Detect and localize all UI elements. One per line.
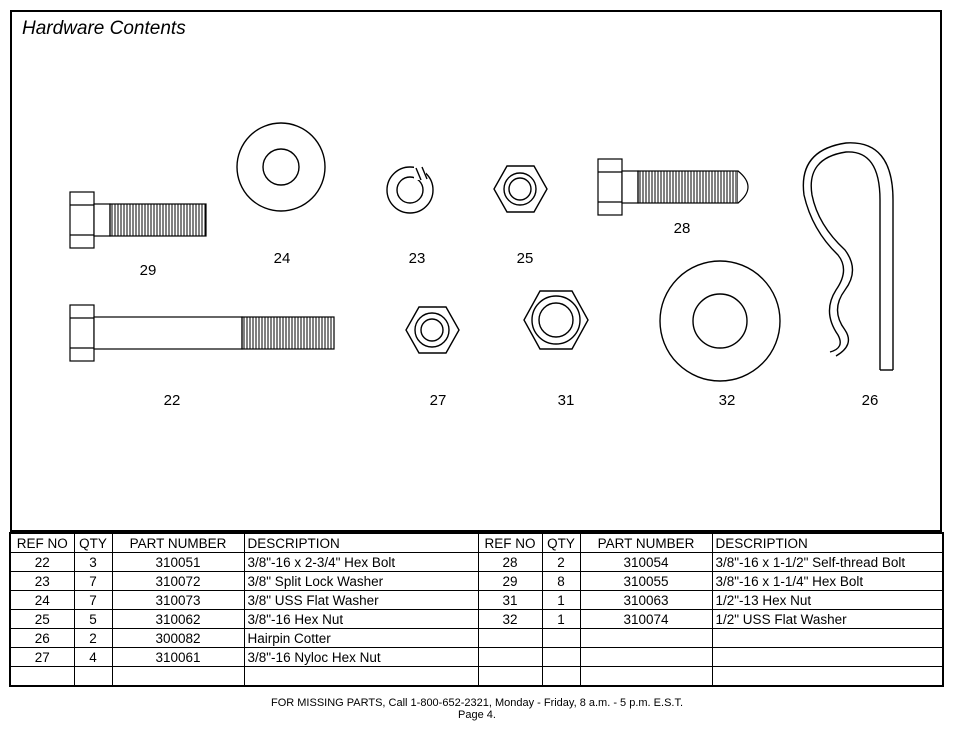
self-thread-bolt-28 xyxy=(597,158,749,216)
hardware-frame xyxy=(10,10,942,532)
footer: FOR MISSING PARTS, Call 1-800-652-2321, … xyxy=(0,697,954,721)
cell-qty: 3 xyxy=(73,552,113,572)
cell-ref-no-2 xyxy=(477,628,543,648)
flat-washer-32 xyxy=(659,260,781,382)
cell-ref-no-2: 29 xyxy=(477,571,543,591)
hex-bolt-22 xyxy=(69,304,335,362)
cell-qty: 7 xyxy=(73,571,113,591)
header-ref-no-2: REF NO xyxy=(477,532,543,553)
cell-qty-2 xyxy=(541,647,581,667)
cell-ref-no: 22 xyxy=(9,552,75,572)
cell-description-2 xyxy=(711,647,944,667)
split-lock-washer-23 xyxy=(386,166,434,214)
cell-ref-no: 27 xyxy=(9,647,75,667)
cell-description: Hairpin Cotter xyxy=(243,628,479,648)
cell-description: 3/8"-16 Hex Nut xyxy=(243,609,479,629)
cell-part-number-2: 310054 xyxy=(579,552,713,572)
label-31: 31 xyxy=(557,392,575,409)
cell-qty-2: 1 xyxy=(541,590,581,610)
header-qty: QTY xyxy=(73,532,113,553)
header-part-number: PART NUMBER xyxy=(111,532,245,553)
nyloc-hex-nut-27 xyxy=(405,306,460,354)
table-header-row: REF NO QTY PART NUMBER DESCRIPTION REF N… xyxy=(9,532,944,553)
cell-part-number: 300082 xyxy=(111,628,245,648)
page-number: Page 4. xyxy=(458,709,496,721)
cell-qty-2 xyxy=(541,628,581,648)
cell-ref-no xyxy=(9,666,75,687)
cell-ref-no-2: 31 xyxy=(477,590,543,610)
page-title: Hardware Contents xyxy=(22,18,186,39)
label-24: 24 xyxy=(273,250,291,267)
cell-ref-no: 25 xyxy=(9,609,75,629)
cell-description-2 xyxy=(711,628,944,648)
cell-description-2: 3/8"-16 x 1-1/4" Hex Bolt xyxy=(711,571,944,591)
cell-qty: 4 xyxy=(73,647,113,667)
flat-washer-24 xyxy=(236,122,326,212)
cell-ref-no-2 xyxy=(477,666,543,687)
cell-part-number: 310073 xyxy=(111,590,245,610)
header-description: DESCRIPTION xyxy=(243,532,479,553)
cell-qty-2: 1 xyxy=(541,609,581,629)
cell-ref-no: 23 xyxy=(9,571,75,591)
cell-part-number xyxy=(111,666,245,687)
cell-part-number-2 xyxy=(579,647,713,667)
header-ref-no: REF NO xyxy=(9,532,75,553)
cell-qty: 7 xyxy=(73,590,113,610)
header-qty-2: QTY xyxy=(541,532,581,553)
cell-qty xyxy=(73,666,113,687)
cell-description: 3/8" Split Lock Washer xyxy=(243,571,479,591)
parts-table: REF NO QTY PART NUMBER DESCRIPTION REF N… xyxy=(9,532,944,687)
cell-description xyxy=(243,666,479,687)
label-22: 22 xyxy=(163,392,181,409)
cell-part-number: 310051 xyxy=(111,552,245,572)
cell-qty: 2 xyxy=(73,628,113,648)
hairpin-cotter-26 xyxy=(802,142,894,371)
label-32: 32 xyxy=(718,392,736,409)
cell-qty: 5 xyxy=(73,609,113,629)
header-description-2: DESCRIPTION xyxy=(711,532,944,553)
cell-part-number-2: 310055 xyxy=(579,571,713,591)
cell-description: 3/8"-16 Nyloc Hex Nut xyxy=(243,647,479,667)
label-29: 29 xyxy=(139,262,157,279)
cell-ref-no: 24 xyxy=(9,590,75,610)
cell-description-2 xyxy=(711,666,944,687)
table-row xyxy=(9,666,944,687)
hex-bolt-29 xyxy=(69,191,207,249)
label-27: 27 xyxy=(429,392,447,409)
label-25: 25 xyxy=(516,250,534,267)
cell-part-number: 310061 xyxy=(111,647,245,667)
cell-description-2: 3/8"-16 x 1-1/2" Self-thread Bolt xyxy=(711,552,944,572)
cell-part-number-2: 310074 xyxy=(579,609,713,629)
cell-ref-no-2: 28 xyxy=(477,552,543,572)
label-23: 23 xyxy=(408,250,426,267)
cell-description-2: 1/2"-13 Hex Nut xyxy=(711,590,944,610)
cell-part-number-2 xyxy=(579,666,713,687)
cell-part-number-2: 310063 xyxy=(579,590,713,610)
cell-ref-no-2 xyxy=(477,647,543,667)
cell-part-number-2 xyxy=(579,628,713,648)
label-26: 26 xyxy=(861,392,879,409)
missing-parts-notice: FOR MISSING PARTS, Call 1-800-652-2321, … xyxy=(270,697,684,709)
label-28: 28 xyxy=(673,220,691,237)
cell-description-2: 1/2" USS Flat Washer xyxy=(711,609,944,629)
cell-part-number: 310062 xyxy=(111,609,245,629)
hex-nut-31 xyxy=(523,290,589,350)
cell-description: 3/8"-16 x 2-3/4" Hex Bolt xyxy=(243,552,479,572)
cell-part-number: 310072 xyxy=(111,571,245,591)
cell-qty-2: 8 xyxy=(541,571,581,591)
cell-ref-no: 26 xyxy=(9,628,75,648)
cell-qty-2: 2 xyxy=(541,552,581,572)
header-part-number-2: PART NUMBER xyxy=(579,532,713,553)
cell-qty-2 xyxy=(541,666,581,687)
hex-nut-25 xyxy=(493,165,548,213)
hardware-illustration xyxy=(69,122,894,382)
cell-ref-no-2: 32 xyxy=(477,609,543,629)
cell-description: 3/8" USS Flat Washer xyxy=(243,590,479,610)
